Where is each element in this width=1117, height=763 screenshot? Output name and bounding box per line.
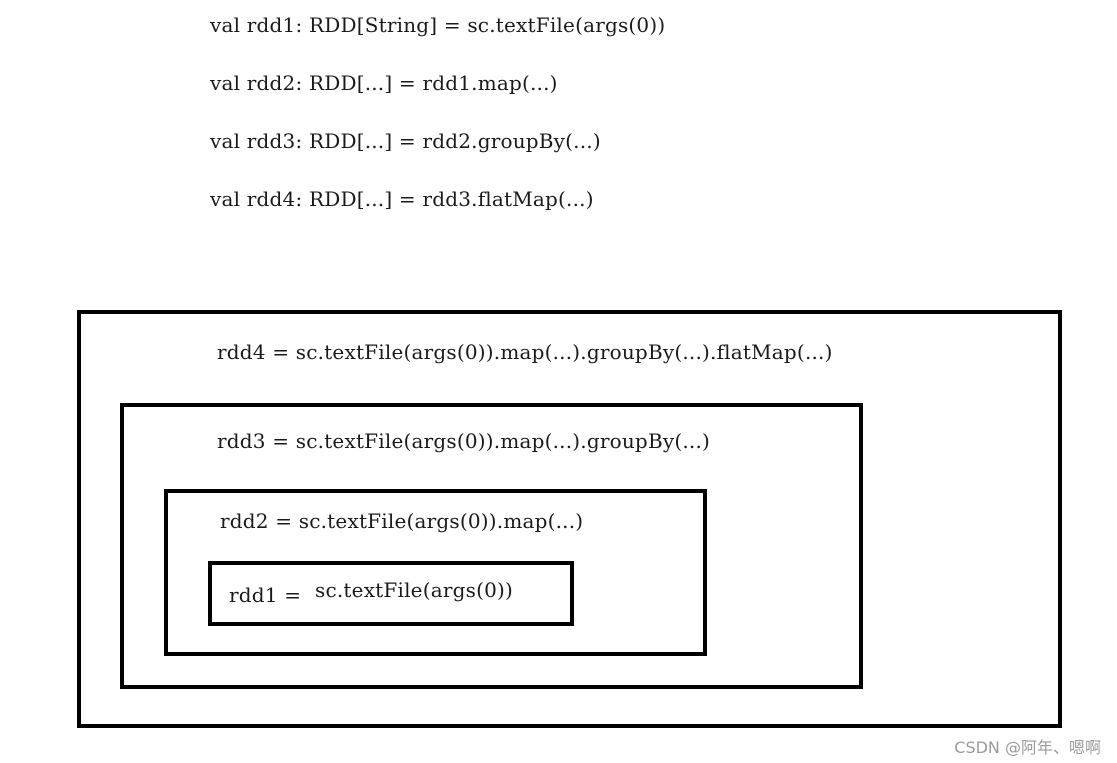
label-rdd1-rhs: sc.textFile(args(0)) [315, 578, 514, 602]
box-rdd2 [164, 489, 707, 656]
code-line-rdd1: val rdd1: RDD[String] = sc.textFile(args… [210, 13, 666, 37]
label-rdd1-lhs: rdd1 = [229, 583, 302, 607]
label-rdd4: rdd4 = sc.textFile(args(0)).map(...).gro… [217, 340, 833, 364]
box-rdd1 [208, 561, 574, 626]
code-line-rdd3: val rdd3: RDD[...] = rdd2.groupBy(...) [210, 129, 601, 153]
watermark: CSDN @阿年、嗯啊 [954, 738, 1101, 757]
box-rdd4 [77, 310, 1062, 728]
code-line-rdd2: val rdd2: RDD[...] = rdd1.map(...) [210, 71, 558, 95]
label-rdd2: rdd2 = sc.textFile(args(0)).map(...) [220, 509, 584, 533]
code-line-rdd4: val rdd4: RDD[...] = rdd3.flatMap(...) [210, 187, 594, 211]
label-rdd3: rdd3 = sc.textFile(args(0)).map(...).gro… [217, 429, 711, 453]
box-rdd3 [120, 403, 863, 689]
